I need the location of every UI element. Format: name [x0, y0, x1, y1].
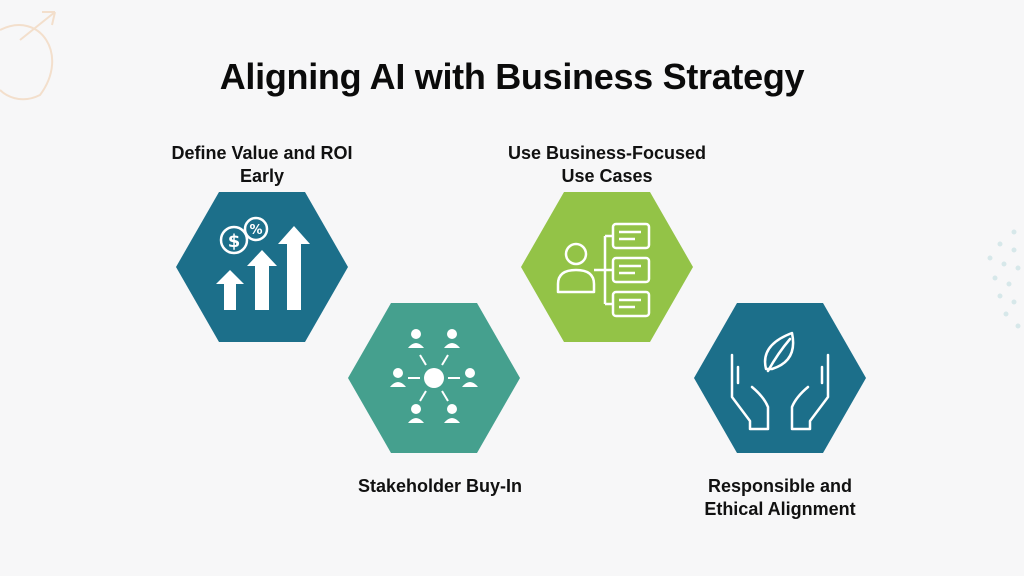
hexagon-responsible-ethical	[694, 303, 866, 453]
hexagon-business-use-cases	[521, 192, 693, 342]
svg-text:$: $	[228, 231, 241, 252]
svg-text:%: %	[249, 223, 262, 238]
label-business-use-cases: Use Business-Focused Use Cases	[507, 143, 707, 186]
network-people-icon	[390, 329, 478, 423]
hexagon-shape	[694, 303, 866, 453]
person-flowchart-icon	[556, 222, 651, 318]
growth-chart-icon: $ %	[216, 216, 310, 310]
page-title: Aligning AI with Business Strategy	[219, 56, 805, 97]
hands-leaf-icon	[730, 331, 830, 431]
hexagon-stakeholder	[348, 303, 520, 453]
label-stakeholder-buy-in: Stakeholder Buy-In	[357, 476, 523, 496]
hexagon-shape	[521, 192, 693, 342]
hexagon-define-value: $ %	[176, 192, 348, 342]
label-define-value: Define Value and ROI Early	[171, 143, 353, 186]
label-responsible-ethical: Responsible and Ethical Alignment	[704, 476, 856, 519]
